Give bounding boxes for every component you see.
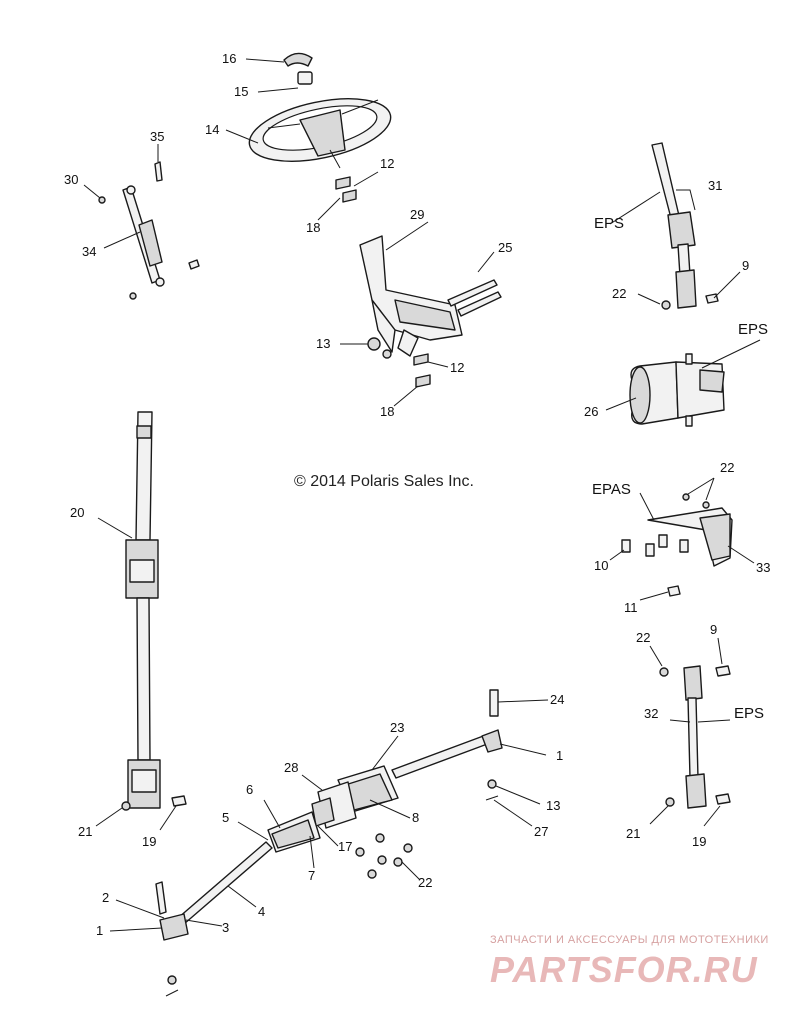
watermark: ЗАПЧАСТИ И АКСЕССУАРЫ ДЛЯ МОТОТЕХНИКИ PA…: [490, 934, 769, 990]
callout-18-upper: 18: [306, 220, 320, 235]
callout-10: 10: [594, 558, 608, 573]
callout-34: 34: [82, 244, 96, 259]
callout-22-lower-eps: 22: [636, 630, 650, 645]
callout-35: 35: [150, 129, 164, 144]
callout-11: 11: [624, 600, 638, 615]
copyright-text: © 2014 Polaris Sales Inc.: [294, 473, 474, 490]
callout-7: 7: [308, 868, 315, 883]
callout-31: 31: [708, 178, 722, 193]
callout-5: 5: [222, 810, 229, 825]
callout-22-bracket: 22: [720, 460, 734, 475]
callout-27: 27: [534, 824, 548, 839]
callout-28: 28: [284, 760, 298, 775]
callout-30: 30: [64, 172, 78, 187]
steering-wheel: [248, 52, 392, 169]
steering-rack: [155, 689, 503, 997]
callout-13-upper: 13: [316, 336, 330, 351]
callout-8: 8: [412, 810, 419, 825]
leader-lines: [83, 58, 761, 932]
callout-29: 29: [410, 207, 424, 222]
callout-4: 4: [258, 904, 265, 919]
watermark-tagline: ЗАПЧАСТИ И АКСЕССУАРЫ ДЛЯ МОТОТЕХНИКИ: [490, 934, 769, 946]
callout-18-lower: 18: [380, 404, 394, 419]
callout-17: 17: [338, 839, 352, 854]
callout-20: 20: [70, 505, 84, 520]
callout-19-right: 19: [692, 834, 706, 849]
callout-33: 33: [756, 560, 770, 575]
callout-3: 3: [222, 920, 229, 935]
callout-24: 24: [550, 692, 564, 707]
callout-6: 6: [246, 782, 253, 797]
callout-12-lower: 12: [450, 360, 464, 375]
eps-tag-lower-shaft: EPS: [734, 705, 764, 722]
callout-19-left: 19: [142, 834, 156, 849]
callout-14: 14: [205, 122, 219, 137]
tilt-bracket: [335, 176, 502, 388]
intermediate-shaft: [121, 411, 187, 811]
callout-25: 25: [498, 240, 512, 255]
eps-lower-shaft: [659, 665, 731, 809]
callout-22-rack: 22: [418, 875, 432, 890]
callout-22-upper: 22: [612, 286, 626, 301]
eps-upper-shaft: [651, 142, 719, 310]
callout-1-left: 1: [96, 923, 103, 938]
watermark-brand: PARTSFOR.RU: [490, 949, 758, 990]
eps-tag-upper-shaft: EPS: [594, 215, 624, 232]
callout-32: 32: [644, 706, 658, 721]
callout-12-upper: 12: [380, 156, 394, 171]
callout-13-lower: 13: [546, 798, 560, 813]
callout-labels: 16 15 14 35 30 34 12 18 29 25 13 12 18 3…: [64, 51, 770, 938]
callout-9-upper: 9: [742, 258, 749, 273]
callout-26: 26: [584, 404, 598, 419]
eps-tag-motor: EPS: [738, 321, 768, 338]
gas-strut: [98, 161, 200, 300]
callout-21-right: 21: [626, 826, 640, 841]
epas-tag-bracket: EPAS: [592, 481, 631, 498]
callout-2: 2: [102, 890, 109, 905]
callout-21-left: 21: [78, 824, 92, 839]
callout-23: 23: [390, 720, 404, 735]
callout-1-right: 1: [556, 748, 563, 763]
eps-motor: [629, 353, 725, 427]
callout-9-lower: 9: [710, 622, 717, 637]
callout-16: 16: [222, 51, 236, 66]
callout-15: 15: [234, 84, 248, 99]
epas-bracket: [621, 493, 733, 597]
